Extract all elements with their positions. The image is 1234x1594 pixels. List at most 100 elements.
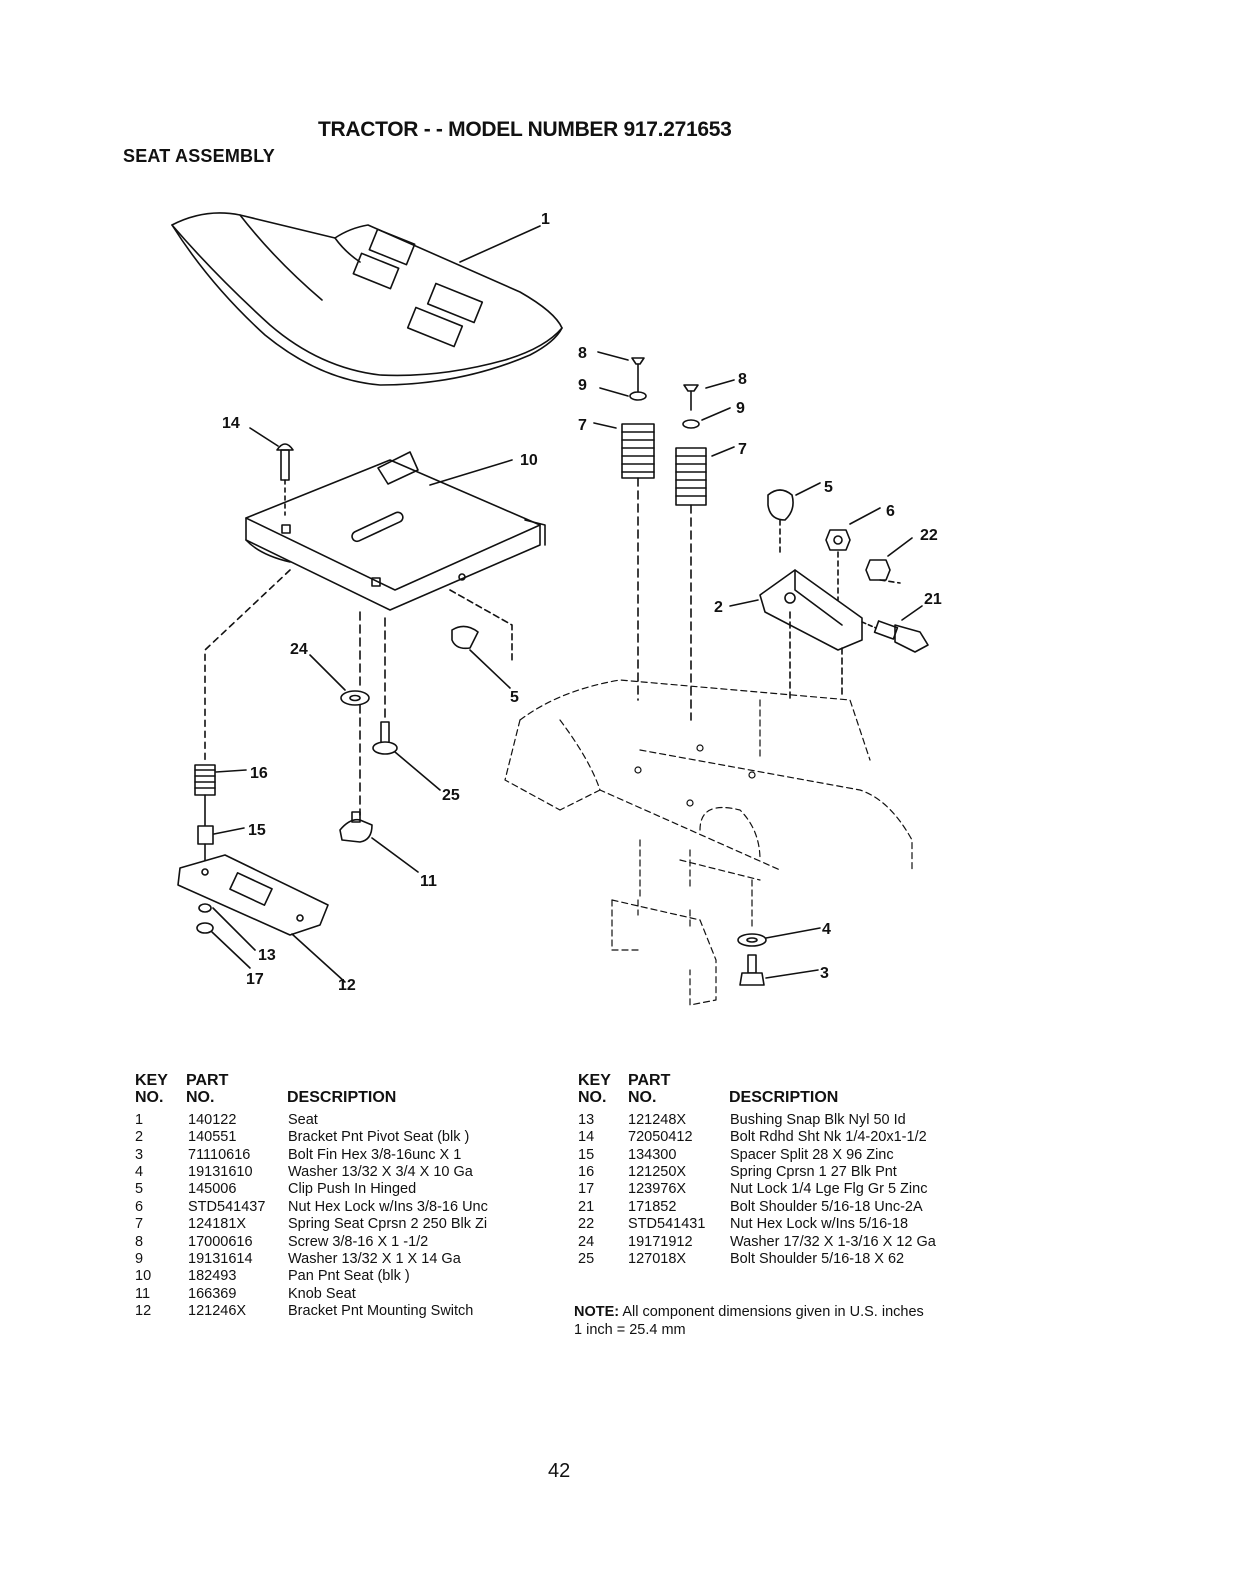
- callout-22: 22: [920, 527, 938, 544]
- page-title: TRACTOR - - MODEL NUMBER 917.271653: [318, 118, 732, 141]
- note-label: NOTE:: [574, 1304, 620, 1320]
- part-description: Bolt Shoulder 5/16-18 X 62: [730, 1250, 905, 1267]
- table-row: 5 145006 Clip Push In Hinged: [135, 1181, 555, 1198]
- part-description: Nut Lock 1/4 Lge Flg Gr 5 Zinc: [730, 1181, 928, 1198]
- callout-8b: 8: [738, 371, 747, 388]
- header-part-line2-right: NO.: [628, 1089, 657, 1107]
- part-number: 171852: [628, 1198, 677, 1215]
- table-row: 7 124181X Spring Seat Cprsn 2 250 Blk Zi: [135, 1216, 555, 1233]
- part-key-no: 7: [135, 1216, 144, 1233]
- part-key-no: 9: [135, 1250, 144, 1267]
- part-description: Nut Hex Lock w/Ins 5/16-18: [730, 1216, 909, 1233]
- callout-2: 2: [714, 599, 723, 616]
- part-number: 121246X: [188, 1303, 247, 1320]
- part-description: Nut Hex Lock w/Ins 3/8-16 Unc: [288, 1198, 488, 1215]
- part-description: Washer 13/32 X 1 X 14 Ga: [288, 1250, 461, 1267]
- callout-7b: 7: [738, 441, 747, 458]
- table-row: 15 134300 Spacer Split 28 X 96 Zinc: [578, 1147, 998, 1164]
- part-description: Pan Pnt Seat (blk ): [288, 1268, 410, 1285]
- clip-part-5-lower: [449, 589, 513, 689]
- clip-and-nuts-upper: [767, 482, 913, 601]
- callout-17: 17: [246, 971, 264, 988]
- header-part-line1-right: PART: [628, 1072, 671, 1089]
- note-line2: 1 inch = 25.4 mm: [574, 1322, 686, 1338]
- part-key-no: 2: [135, 1129, 144, 1146]
- part-number: 182493: [188, 1268, 237, 1285]
- part-key-no: 12: [135, 1303, 152, 1320]
- seat-pan-part-10: [245, 451, 546, 611]
- part-description: Clip Push In Hinged: [288, 1181, 417, 1198]
- callout-24: 24: [290, 641, 308, 658]
- part-key-no: 1: [135, 1111, 144, 1128]
- header-key-line2: NO.: [135, 1089, 164, 1107]
- callout-11: 11: [420, 873, 437, 890]
- callout-10: 10: [520, 452, 538, 469]
- section-title: SEAT ASSEMBLY: [123, 146, 275, 166]
- part-number: 121250X: [628, 1163, 687, 1180]
- part-number: 124181X: [188, 1216, 247, 1233]
- part-description: Knob Seat: [288, 1285, 356, 1302]
- callout-16: 16: [250, 765, 268, 782]
- part-description: Bolt Rdhd Sht Nk 1/4-20x1-1/2: [730, 1129, 927, 1146]
- part-key-no: 25: [578, 1250, 595, 1267]
- callout-8a: 8: [578, 345, 587, 362]
- part-description: Spacer Split 28 X 96 Zinc: [730, 1146, 894, 1163]
- spring-stack-right: [675, 379, 735, 721]
- part-description: Seat: [288, 1111, 318, 1128]
- part-number: 19171912: [628, 1233, 693, 1250]
- part-key-no: 15: [578, 1146, 595, 1163]
- part-key-no: 11: [135, 1285, 151, 1302]
- callout-6: 6: [886, 503, 895, 520]
- header-description: DESCRIPTION: [287, 1089, 397, 1107]
- part-number: 127018X: [628, 1250, 687, 1267]
- callout-3: 3: [820, 965, 829, 982]
- part-number: 145006: [188, 1181, 237, 1198]
- table-row: 22 STD541431 Nut Hex Lock w/Ins 5/16-18: [578, 1216, 998, 1233]
- table-row: 11 166369 Knob Seat: [135, 1286, 555, 1303]
- part-number: 19131610: [188, 1163, 253, 1180]
- callout-4: 4: [822, 921, 831, 938]
- part-description: Bushing Snap Blk Nyl 50 Id: [730, 1111, 906, 1128]
- callout-15: 15: [248, 822, 266, 839]
- callout-25: 25: [442, 787, 460, 804]
- tractor-frame-phantom: [504, 679, 913, 1006]
- part-number: STD541431: [628, 1216, 706, 1233]
- part-description: Bolt Shoulder 5/16-18 Unc-2A: [730, 1198, 923, 1215]
- header-part-line2: NO.: [186, 1089, 215, 1107]
- part-description: Screw 3/8-16 X 1 -1/2: [288, 1233, 429, 1250]
- part-key-no: 24: [578, 1233, 595, 1250]
- part-number: 166369: [188, 1285, 237, 1302]
- washer-bolt-parts-4-3: [737, 927, 821, 986]
- part-key-no: 8: [135, 1233, 144, 1250]
- header-description-right: DESCRIPTION: [729, 1089, 839, 1107]
- part-key-no: 16: [578, 1163, 595, 1180]
- page-number: 42: [548, 1460, 571, 1482]
- part-description: Spring Seat Cprsn 2 250 Blk Zi: [288, 1216, 488, 1233]
- part-key-no: 4: [135, 1163, 144, 1180]
- part-key-no: 3: [135, 1146, 144, 1163]
- part-key-no: 17: [578, 1181, 595, 1198]
- callout-9b: 9: [736, 400, 745, 417]
- part-number: STD541437: [188, 1198, 266, 1215]
- part-number: 134300: [628, 1146, 677, 1163]
- part-key-no: 5: [135, 1181, 144, 1198]
- callout-labels: 1 14 10 8 9 7 8 9 7 5 6 22 21 2 24 5 16 …: [222, 211, 942, 994]
- part-number: 72050412: [628, 1129, 693, 1146]
- callout-1: 1: [541, 211, 550, 228]
- part-number: 121248X: [628, 1111, 687, 1128]
- part-key-no: 13: [578, 1111, 595, 1128]
- part-key-no: 22: [578, 1216, 595, 1233]
- switch-bracket-assembly-left: [177, 569, 346, 983]
